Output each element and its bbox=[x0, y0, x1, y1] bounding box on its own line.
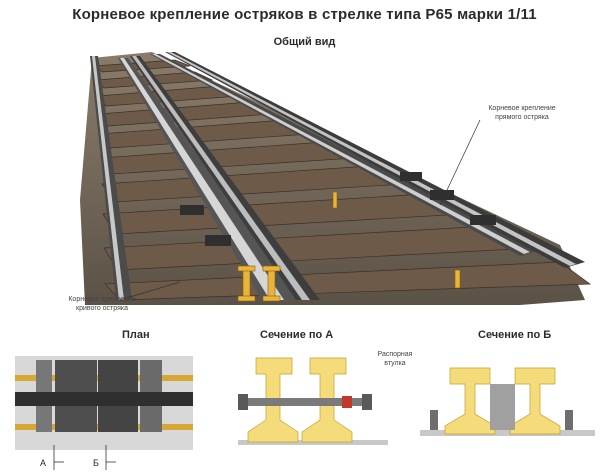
section-b-title: Сечение по Б bbox=[478, 329, 552, 341]
sleepers bbox=[94, 59, 592, 301]
straight-switch-rail bbox=[150, 54, 540, 256]
outer-right-rail bbox=[165, 52, 585, 268]
callout-straight-line1: Корневое крепление bbox=[488, 105, 556, 112]
section-a-title: Сечение по А bbox=[260, 329, 334, 341]
root-fastening-highlight bbox=[237, 191, 461, 302]
plan-title: План bbox=[122, 329, 150, 341]
callout-straight-switch: Корневое крепление прямого остряка bbox=[470, 104, 574, 122]
marker-a: А bbox=[40, 458, 47, 468]
spacer-sleeve-note: Распорная втулка bbox=[370, 350, 420, 368]
outer-left-rail bbox=[90, 56, 132, 300]
marker-b: Б bbox=[93, 458, 99, 468]
callout-curved-line1: Корневое крепление bbox=[68, 296, 136, 303]
section-a-drawing bbox=[238, 357, 388, 445]
curved-switch-rail bbox=[118, 58, 300, 300]
spacer-sleeve-line1: Распорная bbox=[377, 351, 413, 358]
fastening-plates bbox=[180, 172, 496, 246]
plan-drawing bbox=[15, 356, 193, 470]
spacer-sleeve-line2: втулка bbox=[384, 360, 406, 367]
ballast-bed bbox=[80, 52, 585, 305]
callout-curved-switch: Корневое крепление кривого остряка bbox=[52, 295, 152, 313]
page-title: Корневое крепление остряков в стрелке ти… bbox=[72, 6, 537, 23]
overview-subtitle: Общий вид bbox=[273, 36, 336, 48]
section-b-drawing bbox=[420, 367, 595, 436]
stock-rail-left bbox=[130, 56, 320, 300]
callout-curved-line2: кривого остряка bbox=[76, 305, 128, 312]
callout-straight-line2: прямого остряка bbox=[495, 114, 549, 121]
